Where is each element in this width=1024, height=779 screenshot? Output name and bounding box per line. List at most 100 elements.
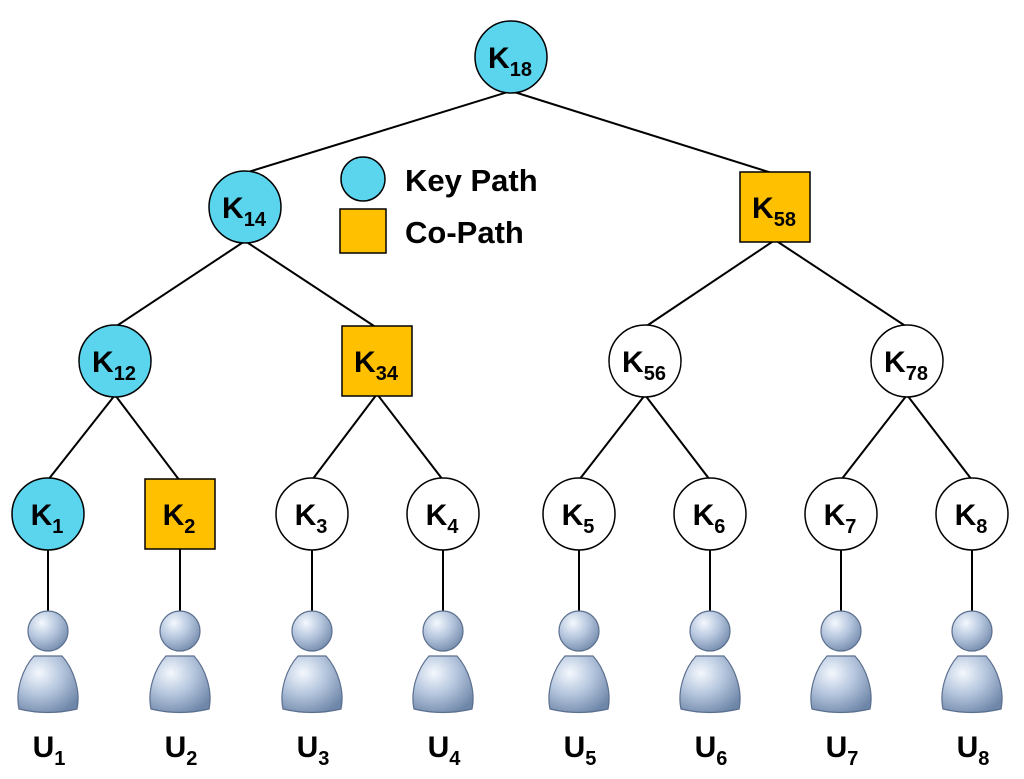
user-icon-head	[291, 610, 333, 652]
user-icon-body	[810, 655, 872, 714]
node-label: K4	[426, 499, 460, 538]
node-circle	[542, 477, 616, 551]
user-label: U6	[695, 731, 728, 770]
node-label-subscript: 12	[114, 363, 136, 385]
node-label: K14	[222, 192, 267, 231]
node-label-subscript: 3	[316, 516, 327, 538]
node-label-base: K	[884, 346, 906, 379]
user-icon-body	[679, 655, 741, 714]
node-circle	[673, 477, 747, 551]
node-label-base: K	[92, 346, 114, 379]
node-label-subscript: 5	[583, 516, 594, 538]
user-icon-head	[422, 610, 464, 652]
edge-k34-k4	[376, 393, 444, 481]
user-label-base: U	[957, 731, 979, 764]
edge-k12-k2	[114, 394, 181, 482]
node-label-subscript: 34	[376, 363, 399, 385]
node-label-subscript: 78	[906, 363, 928, 385]
node-label-base: K	[354, 346, 376, 379]
node-label-base: K	[295, 499, 317, 532]
node-label: K5	[562, 499, 595, 538]
user-u5: U5	[548, 610, 610, 770]
user-icon-body	[941, 655, 1003, 714]
node-k34: K34	[341, 325, 413, 397]
edge-k58-k78	[774, 239, 908, 328]
user-icon-head	[27, 610, 69, 652]
edge-k58-k56	[644, 239, 776, 328]
user-u1: U1	[17, 610, 79, 770]
user-label: U2	[165, 731, 198, 770]
node-k56: K56	[608, 324, 682, 398]
node-label: K34	[354, 346, 399, 385]
user-label-subscript: 3	[318, 748, 329, 770]
user-u6: U6	[679, 610, 741, 770]
user-icon-head	[689, 610, 731, 652]
node-label: K8	[955, 499, 988, 538]
node-label: K1	[31, 499, 64, 538]
edge-k14-k34	[244, 240, 378, 329]
co-path-square	[144, 478, 216, 550]
user-label: U8	[957, 731, 990, 770]
user-u4: U4	[412, 610, 474, 770]
user-label-subscript: 7	[847, 748, 858, 770]
user-label-subscript: 8	[978, 748, 989, 770]
user-icon-body	[281, 655, 343, 714]
node-label: K7	[824, 499, 857, 538]
legend: Key Path Co-Path	[339, 156, 538, 254]
node-label: K18	[488, 42, 532, 81]
edge-k78-k8	[906, 394, 973, 481]
node-label-base: K	[752, 192, 774, 225]
edge-k34-k3	[311, 393, 378, 481]
user-icon-head	[558, 610, 600, 652]
user-icon-head	[159, 610, 201, 652]
user-label-subscript: 5	[585, 748, 596, 770]
node-label-base: K	[426, 499, 448, 532]
user-icon-body	[149, 655, 211, 714]
node-label: K58	[752, 192, 796, 231]
user-label-base: U	[297, 731, 319, 764]
node-label-base: K	[955, 499, 977, 532]
user-label-base: U	[428, 731, 450, 764]
user-icon-body	[412, 655, 474, 714]
node-label-base: K	[562, 499, 584, 532]
node-label-subscript: 1	[52, 516, 63, 538]
node-label-base: K	[163, 499, 185, 532]
key-path-circle	[208, 170, 282, 244]
user-label: U5	[564, 731, 597, 770]
node-label-subscript: 7	[845, 516, 856, 538]
node-k2: K2	[144, 478, 216, 550]
node-label: K3	[295, 499, 328, 538]
node-label-base: K	[222, 192, 244, 225]
node-label-subscript: 56	[644, 363, 666, 385]
legend-key-path-label: Key Path	[405, 163, 538, 198]
user-label-base: U	[165, 731, 187, 764]
node-k78: K78	[870, 324, 944, 398]
node-label: K56	[622, 346, 666, 385]
edge-k18-k58	[510, 90, 776, 175]
user-links	[47, 548, 973, 612]
user-label-base: U	[33, 731, 55, 764]
node-circle	[804, 477, 878, 551]
node-k7: K7	[804, 477, 878, 551]
key-path-circle	[11, 477, 85, 551]
node-label-subscript: 8	[976, 516, 987, 538]
node-label-subscript: 6	[714, 516, 725, 538]
user-icon-body	[17, 655, 79, 714]
node-k4: K4	[406, 477, 480, 551]
user-icon-head	[820, 610, 862, 652]
user-label-subscript: 2	[186, 748, 197, 770]
user-icon-head	[951, 610, 993, 652]
edge-k56-k5	[578, 394, 646, 481]
node-label-subscript: 2	[184, 516, 195, 538]
tree-edges	[47, 90, 973, 482]
node-label-subscript: 18	[510, 59, 532, 81]
node-label-base: K	[622, 346, 644, 379]
user-label-base: U	[564, 731, 586, 764]
user-u2: U2	[149, 610, 211, 770]
co-path-square	[739, 171, 811, 243]
node-label-base: K	[488, 42, 510, 75]
edge-k18-k14	[244, 90, 512, 174]
node-label-subscript: 14	[244, 209, 267, 231]
